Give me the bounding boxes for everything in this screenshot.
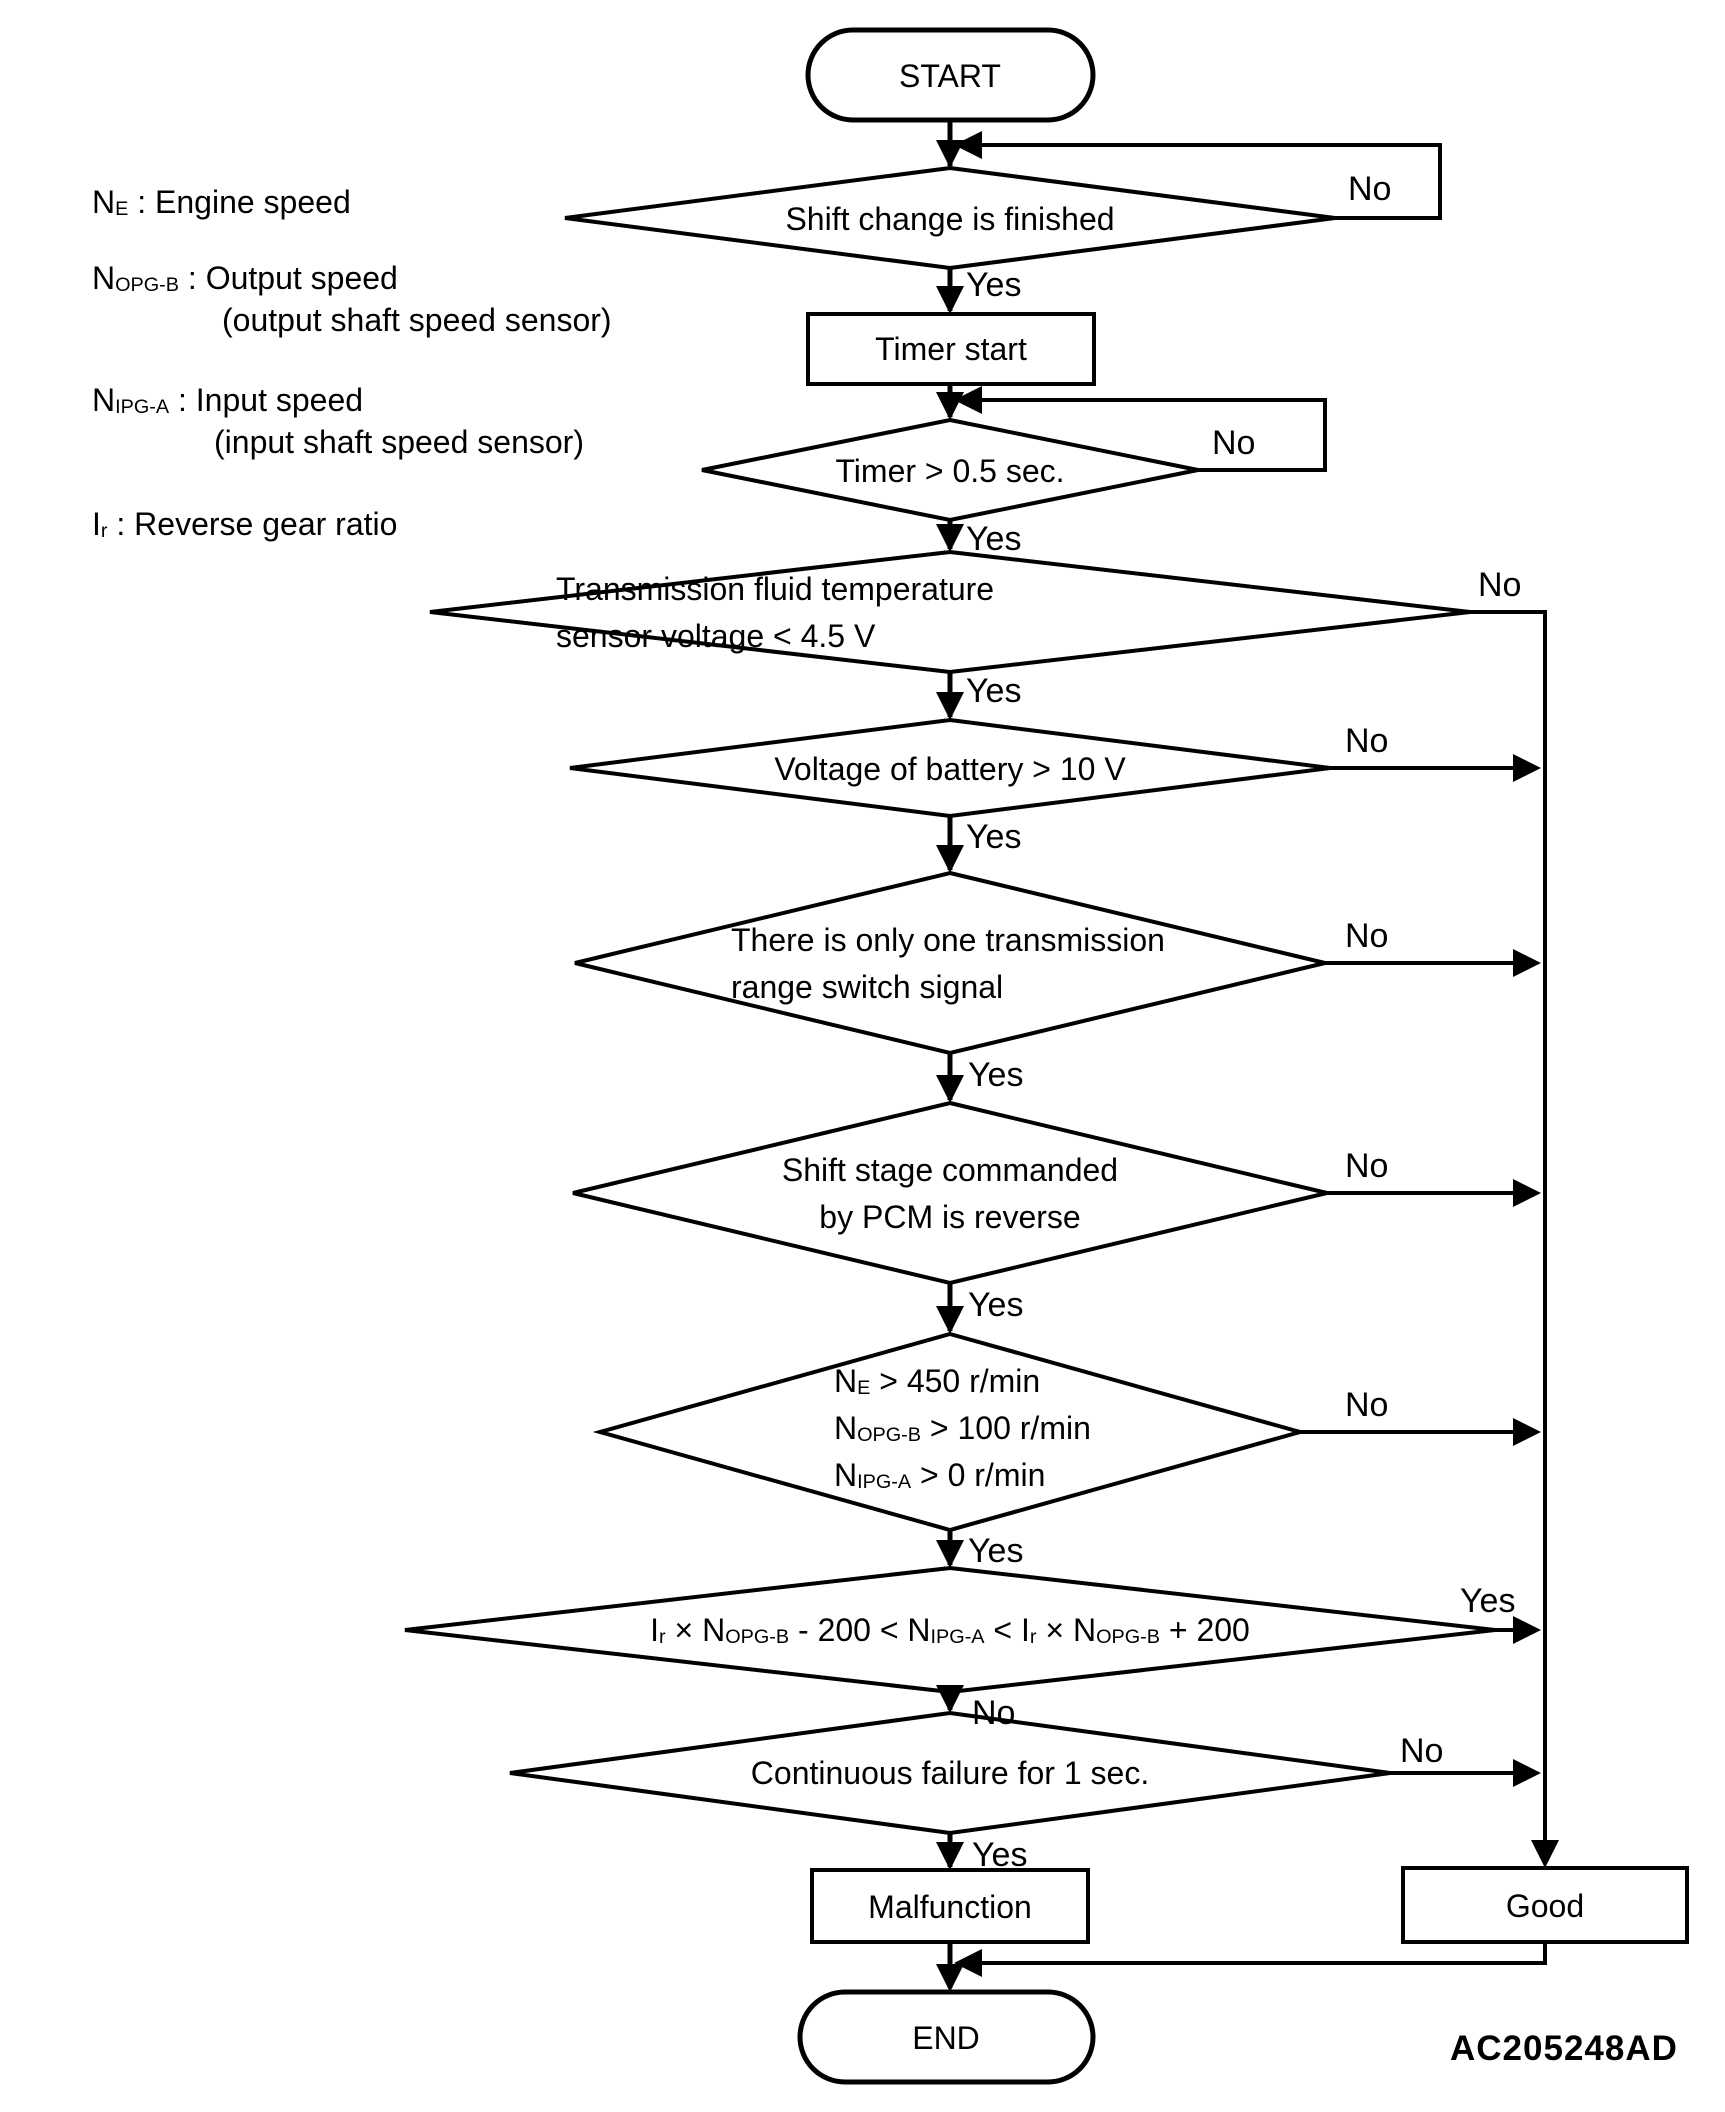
- decision-ratio-check-text: Ir × NOPG-B - 200 < NIPG-A < Ir × NOPG-B…: [650, 1612, 1250, 1648]
- label-yes-range-switch: Yes: [968, 1056, 1024, 1094]
- label-yes-speeds: Yes: [968, 1532, 1024, 1570]
- decision-continuous-failure-text: Continuous failure for 1 sec.: [750, 1755, 1150, 1791]
- label-yes-shift-change: Yes: [966, 266, 1022, 304]
- arrowhead-into-end: [936, 1964, 964, 1992]
- arrowhead-into-d3: [936, 524, 964, 552]
- label-no-continuous-failure: No: [1400, 1732, 1444, 1770]
- arrowhead-into-good: [1531, 1840, 1559, 1868]
- label-yes-continuous-failure: Yes: [972, 1836, 1028, 1874]
- arrowhead-d1-no-merge: [954, 131, 982, 159]
- arrowhead-into-d2: [936, 392, 964, 420]
- label-no-shift-change: No: [1348, 170, 1392, 208]
- arrowhead-into-d6: [936, 1075, 964, 1103]
- decision-fluid-temp-line2: sensor voltage < 4.5 V: [556, 618, 876, 654]
- decision-fluid-temp-line1: Transmission fluid temperature: [556, 571, 995, 607]
- end-label: END: [912, 2020, 980, 2056]
- end-terminator-shape: [797, 1989, 1096, 2085]
- decision-battery-voltage-text: Voltage of battery > 10 V: [774, 751, 1126, 787]
- arrowhead-d9-no: [1513, 1759, 1541, 1787]
- process-good-text: Good: [1505, 1888, 1585, 1924]
- arrowhead-into-d1: [936, 140, 964, 168]
- label-no-battery-voltage: No: [1345, 722, 1389, 760]
- arrowhead-d8-yes: [1513, 1616, 1541, 1644]
- figure-code: AC205248AD: [1450, 2029, 1678, 2068]
- decision-range-switch-line1: There is only one transmission: [731, 922, 1165, 958]
- decision-speeds-line3: NIPG-A > 0 r/min: [834, 1457, 1046, 1493]
- connector-d2-no-loop: [982, 398, 1327, 472]
- decision-range-switch-line2: range switch signal: [731, 969, 1004, 1005]
- arrowhead-into-timer: [936, 286, 964, 314]
- connector-good-merge: [982, 1942, 1547, 1965]
- label-no-fluid-temp: No: [1478, 566, 1522, 604]
- label-yes-timer-threshold: Yes: [966, 520, 1022, 558]
- label-no-timer-threshold: No: [1212, 424, 1256, 462]
- legend-input-speed: NIPG-A : Input speed: [92, 382, 364, 418]
- arrowhead-into-d4: [936, 692, 964, 720]
- decision-shift-stage-shape: [572, 1100, 1328, 1286]
- decision-shift-stage-line1: Shift stage commanded: [781, 1152, 1119, 1188]
- connector-d1-no-loop: [982, 143, 1442, 220]
- label-no-range-switch: No: [1345, 917, 1389, 955]
- process-timer-start-text: Timer start: [875, 331, 1027, 367]
- arrowhead-d2-no-merge: [954, 386, 982, 414]
- arrowhead-into-d7: [936, 1306, 964, 1334]
- decision-range-switch-shape: [574, 870, 1326, 1056]
- start-label: START: [899, 58, 1001, 94]
- label-yes-shift-stage: Yes: [968, 1286, 1024, 1324]
- arrowhead-d6-no: [1513, 1179, 1541, 1207]
- decision-shift-stage-line2: by PCM is reverse: [819, 1199, 1081, 1235]
- decision-speeds-line1: NE > 450 r/min: [834, 1363, 1041, 1399]
- arrowhead-into-malfunction: [936, 1842, 964, 1870]
- arrowhead-into-d5: [936, 845, 964, 873]
- label-yes-battery-voltage: Yes: [966, 818, 1022, 856]
- decision-speeds-line2: NOPG-B > 100 r/min: [834, 1410, 1091, 1446]
- decision-timer-threshold-text: Timer > 0.5 sec.: [835, 453, 1065, 489]
- arrowhead-d5-no: [1513, 949, 1541, 977]
- label-yes-fluid-temp: Yes: [966, 672, 1022, 710]
- decision-shift-change-text: Shift change is finished: [785, 201, 1115, 237]
- legend-reverse-gear-ratio: Ir : Reverse gear ratio: [92, 506, 398, 542]
- label-no-speeds: No: [1345, 1386, 1389, 1424]
- arrowhead-d4-no: [1513, 754, 1541, 782]
- label-no-ratio-check: No: [972, 1694, 1016, 1732]
- process-malfunction-text: Malfunction: [868, 1889, 1032, 1925]
- legend-input-speed-note: (input shaft speed sensor): [214, 424, 584, 460]
- legend-engine-speed: NE : Engine speed: [92, 184, 351, 220]
- arrowhead-into-d8: [936, 1540, 964, 1568]
- connector-no-collector-line: [1470, 610, 1547, 1862]
- arrowhead-good-merge: [954, 1949, 982, 1977]
- arrowhead-d7-no: [1513, 1418, 1541, 1446]
- legend-output-speed: NOPG-B : Output speed: [92, 260, 398, 296]
- arrowhead-into-d9: [936, 1685, 964, 1713]
- legend-output-speed-note: (output shaft speed sensor): [222, 302, 612, 338]
- label-yes-ratio-check: Yes: [1460, 1582, 1516, 1620]
- label-no-shift-stage: No: [1345, 1147, 1389, 1185]
